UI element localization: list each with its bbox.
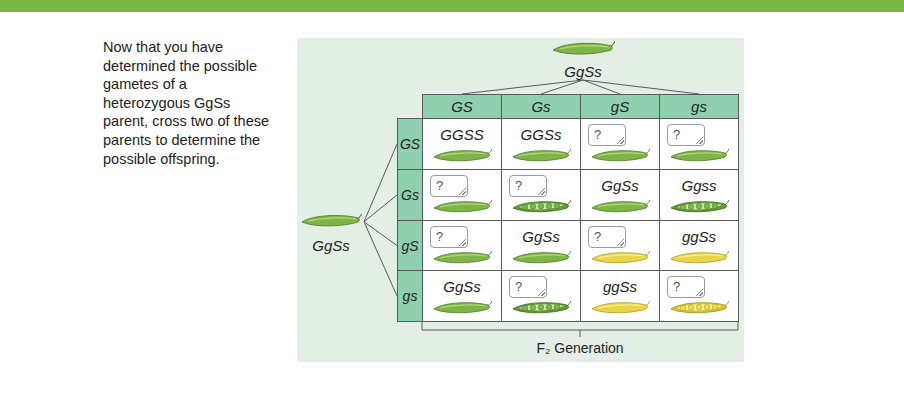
offspring-pod [513, 200, 571, 212]
offspring-cell: GgSs [580, 169, 660, 221]
offspring-pod [592, 251, 650, 263]
offspring-cell: ? [580, 118, 660, 170]
gamete-header: gS [580, 94, 660, 119]
offspring-cell: GgSs [501, 220, 581, 271]
answer-input: ? [588, 124, 626, 146]
genotype-text: ggSs [581, 278, 659, 295]
genotype-text: GgSs [502, 228, 580, 245]
genotype-text: GGSs [502, 126, 580, 143]
gamete-header: GS [422, 94, 502, 119]
gamete-connector [541, 80, 583, 94]
gamete-header: gS [397, 220, 423, 271]
gamete-text: gS [401, 238, 418, 254]
generation-bracket [422, 321, 738, 337]
offspring-cell: ? [501, 270, 581, 322]
gamete-text: GS [400, 136, 420, 152]
answer-input: ? [430, 226, 468, 248]
offspring-cell: ggSs [580, 270, 660, 322]
genotype-text: Ggss [660, 177, 738, 194]
parent-pod [553, 42, 615, 55]
generation-caption: F₂ Generation [500, 340, 660, 356]
offspring-pod [513, 301, 571, 313]
offspring-pod [671, 200, 729, 212]
genotype-text: GgSs [423, 278, 501, 295]
answer-input: ? [667, 276, 705, 298]
answer-input: ? [430, 175, 468, 197]
gamete-text: Gs [531, 98, 550, 115]
gamete-header: gs [659, 94, 739, 119]
offspring-pod [671, 301, 729, 313]
answer-input: ? [667, 124, 705, 146]
gamete-header: Gs [397, 169, 423, 221]
offspring-pod [434, 251, 492, 263]
genotype-text: ggSs [660, 228, 738, 245]
gamete-header: GS [397, 118, 423, 170]
offspring-pod [592, 149, 650, 161]
offspring-cell: ? [580, 220, 660, 271]
diagram-panel [297, 38, 744, 362]
offspring-pod [434, 301, 492, 313]
gamete-text: gS [611, 98, 629, 115]
offspring-pod [671, 149, 729, 161]
gamete-header: Gs [501, 94, 581, 119]
gamete-connector [364, 222, 397, 246]
gamete-text: gs [403, 288, 418, 304]
gamete-connector [583, 80, 620, 94]
offspring-cell: ? [501, 169, 581, 221]
genotype-text: GgSs [581, 177, 659, 194]
offspring-cell: GGSS [422, 118, 502, 170]
offspring-pod [592, 200, 650, 212]
gamete-text: gs [691, 98, 707, 115]
offspring-cell: ? [659, 118, 739, 170]
offspring-cell: ? [659, 270, 739, 322]
answer-input: ? [509, 175, 547, 197]
gamete-connector [364, 195, 397, 222]
answer-input: ? [588, 226, 626, 248]
offspring-pod [671, 251, 729, 263]
offspring-cell: GGSs [501, 118, 581, 170]
offspring-cell: Ggss [659, 169, 739, 221]
offspring-cell: GgSs [422, 270, 502, 322]
gamete-connector [462, 80, 583, 94]
answer-input: ? [509, 276, 547, 298]
offspring-pod [592, 301, 650, 313]
gamete-connector [364, 222, 397, 296]
parent-pod [302, 214, 362, 226]
parent-plant: GgSs [298, 208, 364, 254]
offspring-pod [434, 200, 492, 212]
offspring-cell: ? [422, 169, 502, 221]
parent-genotype: GgSs [543, 63, 623, 80]
parent-plant: GgSs [543, 40, 623, 80]
offspring-pod [513, 149, 571, 161]
offspring-cell: ? [422, 220, 502, 271]
gamete-connector [364, 144, 397, 222]
offspring-cell: ggSs [659, 220, 739, 271]
gamete-text: Gs [401, 187, 419, 203]
gamete-connector [583, 80, 699, 94]
parent-genotype: GgSs [298, 237, 364, 254]
gamete-text: GS [451, 98, 473, 115]
gamete-header: gs [397, 270, 423, 322]
top-bar [0, 0, 904, 12]
offspring-pod [434, 149, 492, 161]
offspring-pod [513, 251, 571, 263]
instruction-text: Now that you have determined the possibl… [103, 38, 275, 168]
genotype-text: GGSS [423, 126, 501, 143]
